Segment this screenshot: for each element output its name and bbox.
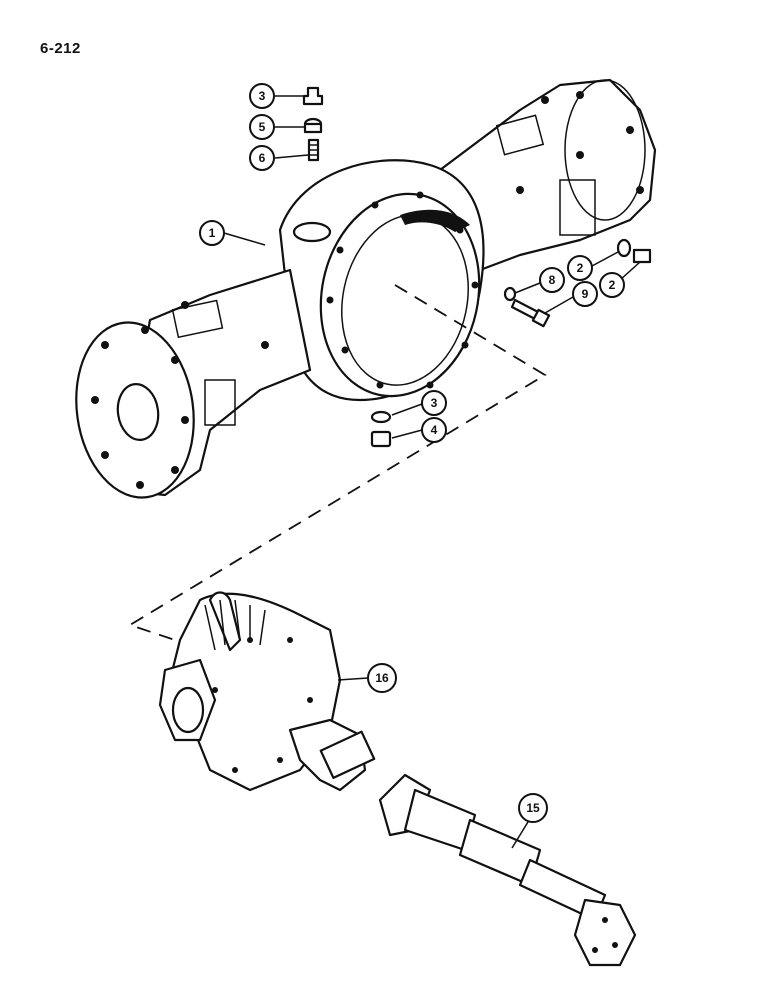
callout-label: 15: [526, 801, 540, 815]
washer-lower-drawing: [370, 410, 392, 424]
callout-5: 5: [249, 114, 305, 140]
callout-label: 9: [582, 287, 589, 301]
assembly-guide-line: [127, 284, 547, 656]
callout-label: 16: [375, 671, 389, 685]
callout-4: 3: [249, 83, 305, 109]
callout-label: 5: [259, 120, 266, 134]
washer-small-drawing: [503, 286, 517, 302]
callout-15: 15: [511, 793, 548, 849]
callout-1: 1: [199, 220, 266, 246]
callout-label: 3: [431, 396, 438, 410]
callout-label: 2: [609, 278, 616, 292]
bolt-drawing: [510, 298, 551, 328]
callout-label: 3: [259, 89, 266, 103]
callout-6: 6: [249, 145, 309, 171]
callout-label: 2: [577, 261, 584, 275]
plug-right-drawing: [632, 248, 652, 264]
callout-9: 8: [514, 267, 565, 294]
callout-16: 16: [337, 663, 397, 693]
callout-3-right: 2: [567, 251, 619, 281]
drive-shaft-drawing: [378, 773, 637, 967]
nut-drawing: [303, 117, 323, 134]
callout-3-lower: 3: [391, 390, 447, 416]
plug-lower-drawing: [370, 430, 392, 448]
breather-drawing: [302, 86, 324, 106]
callout-label: 4: [431, 423, 438, 437]
page-number: 6-212: [40, 40, 81, 57]
callout-label: 8: [549, 273, 556, 287]
washer-right-drawing: [616, 238, 632, 258]
callout-label: 1: [209, 226, 216, 240]
callout-label: 6: [259, 151, 266, 165]
differential-carrier-drawing: [158, 591, 376, 792]
callout-2-lower: 4: [391, 417, 447, 443]
callout-2-right: 2: [599, 261, 641, 298]
callout-8: 9: [544, 281, 598, 314]
axle-housing-drawing: [75, 78, 657, 499]
stud-drawing: [307, 138, 320, 162]
